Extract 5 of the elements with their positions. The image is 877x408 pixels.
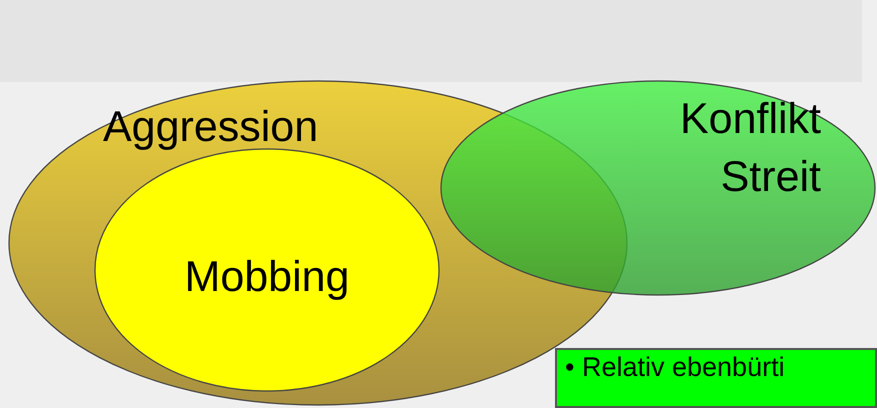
set-label: Aggression (103, 102, 318, 153)
set-label: Mobbing (184, 252, 350, 303)
set-label: Konflikt Streit (680, 94, 821, 204)
note-box (555, 348, 877, 408)
bullet-text: • Relativ ebenbürti (565, 351, 785, 384)
